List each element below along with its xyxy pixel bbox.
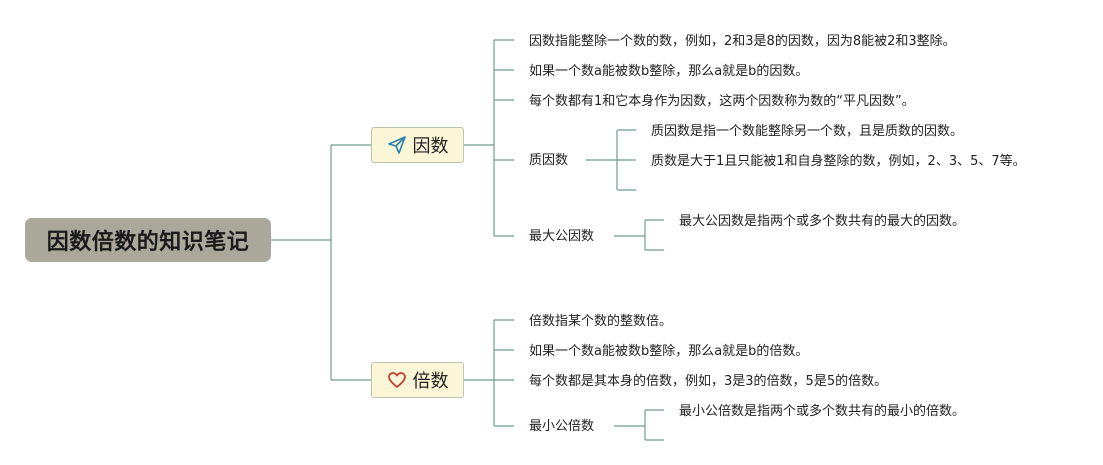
multiple-item-divisibility[interactable]: 如果一个数a能被数b整除，那么a就是b的倍数。 (529, 344, 809, 359)
factor-item-prime-factor[interactable]: 质因数 (529, 153, 569, 168)
branch-multiple[interactable]: 倍数 (371, 362, 464, 398)
gcd-note-1[interactable]: 最大公因数是指两个或多个数共有的最大的因数。 (679, 214, 966, 229)
root-title: 因数倍数的知识笔记 (46, 230, 250, 255)
multiple-item-definition[interactable]: 倍数指某个数的整数倍。 (529, 314, 673, 329)
branch-factor-label: 因数 (412, 136, 449, 157)
multiple-item-self[interactable]: 每个数都是其本身的倍数，例如，3是3的倍数，5是5的倍数。 (529, 374, 888, 389)
root-node[interactable]: 因数倍数的知识笔记 (25, 218, 271, 262)
paper-plane-icon (387, 135, 407, 155)
factor-item-gcd[interactable]: 最大公因数 (529, 229, 595, 244)
branch-multiple-label: 倍数 (412, 371, 449, 392)
heart-icon (387, 370, 407, 390)
lcm-note-1[interactable]: 最小公倍数是指两个或多个数共有的最小的倍数。 (679, 404, 966, 419)
factor-item-trivial[interactable]: 每个数都有1和它本身作为因数，这两个因数称为数的“平凡因数”。 (529, 94, 915, 109)
multiple-item-lcm[interactable]: 最小公倍数 (529, 419, 595, 434)
factor-item-definition[interactable]: 因数指能整除一个数的数，例如，2和3是8的因数，因为8能被2和3整除。 (529, 34, 956, 49)
branch-factor[interactable]: 因数 (371, 127, 464, 163)
prime-factor-note-2[interactable]: 质数是大于1且只能被1和自身整除的数，例如，2、3、5、7等。 (651, 154, 1026, 169)
factor-item-divisibility[interactable]: 如果一个数a能被数b整除，那么a就是b的因数。 (529, 64, 809, 79)
prime-factor-note-1[interactable]: 质因数是指一个数能整除另一个数，且是质数的因数。 (651, 124, 964, 139)
